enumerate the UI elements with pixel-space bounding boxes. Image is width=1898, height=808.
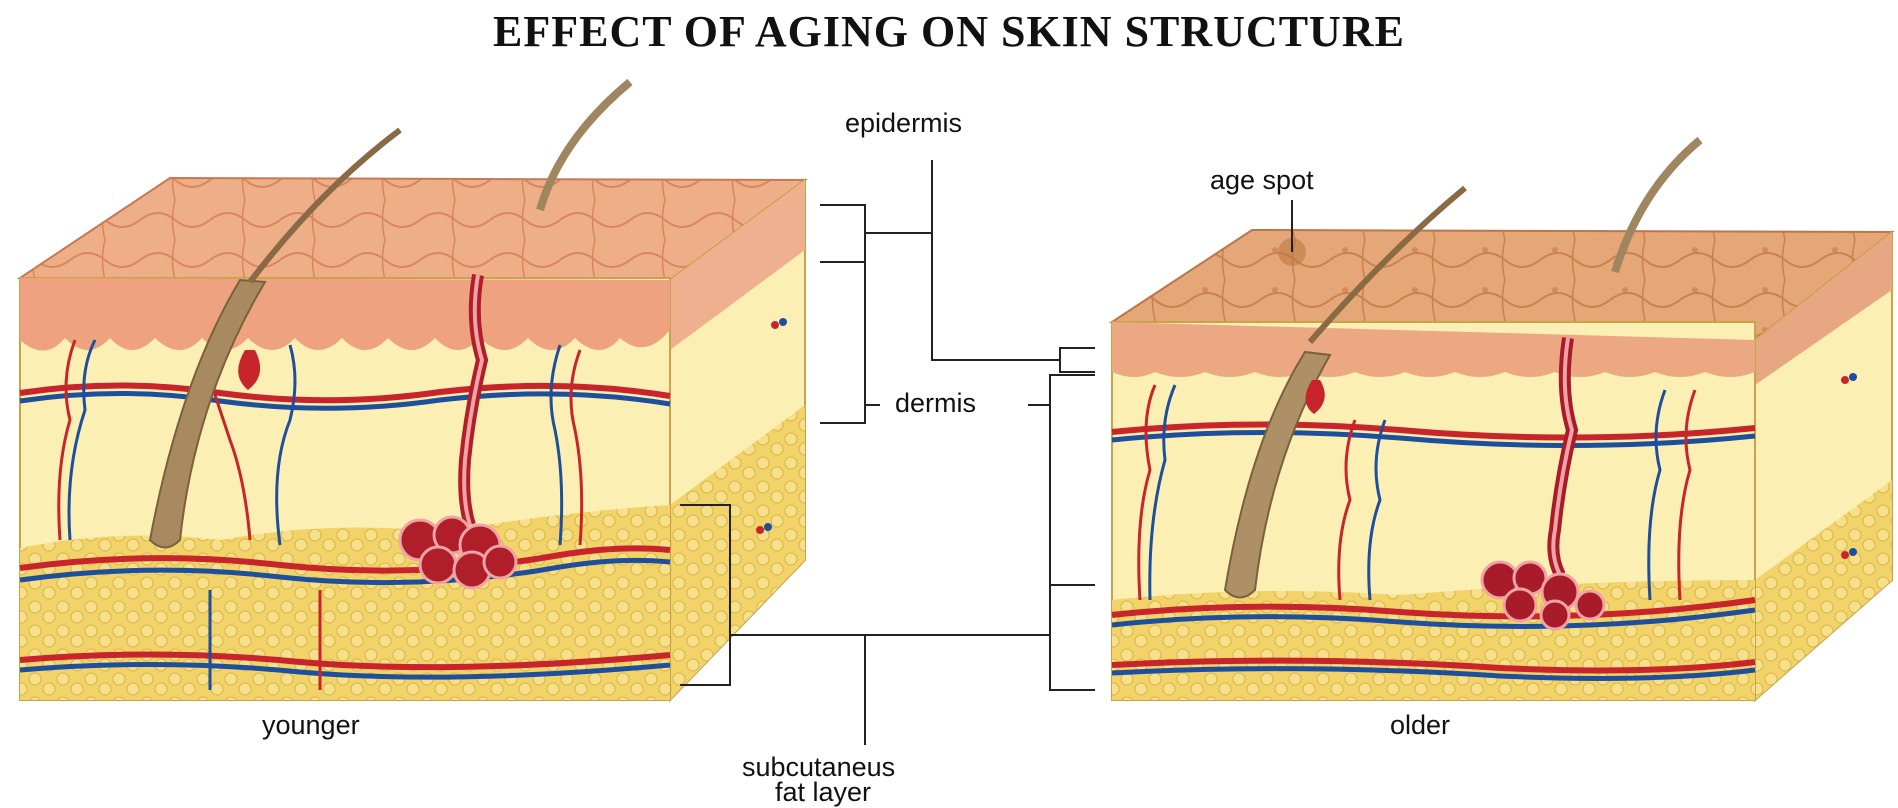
- younger-skin-block: [20, 82, 805, 700]
- older-skin-block: [1112, 140, 1892, 700]
- label-age-spot: age spot: [1210, 165, 1314, 196]
- label-younger: younger: [262, 710, 360, 741]
- label-dermis: dermis: [895, 388, 976, 419]
- label-epidermis: epidermis: [845, 108, 962, 139]
- older-fat-layer: [1112, 580, 1755, 700]
- label-older: older: [1390, 710, 1450, 741]
- younger-top-surface: [20, 178, 805, 280]
- younger-epidermis: [20, 278, 670, 351]
- label-subcutaneous-line2: fat layer: [775, 777, 871, 808]
